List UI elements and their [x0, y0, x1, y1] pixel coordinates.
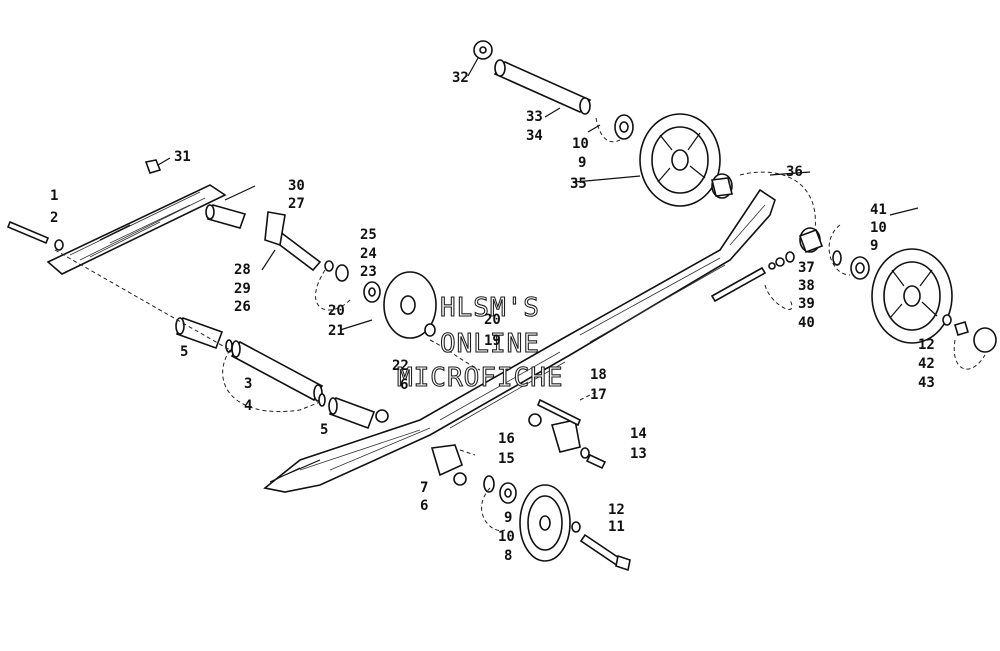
label-9-lower: 9 [504, 510, 512, 526]
label-3: 3 [244, 376, 252, 392]
washer-25-24 [324, 260, 349, 282]
label-26: 26 [234, 299, 251, 315]
washer-32 [473, 40, 493, 60]
label-20-right: 20 [484, 312, 501, 328]
watermark: HLSM'S ONLINE MICROFICHE [396, 292, 564, 393]
wheel-41 [871, 248, 953, 344]
ring-10-right [832, 250, 842, 266]
watermark-line-2: ONLINE [440, 329, 540, 359]
hub-36-right [798, 227, 824, 254]
label-34: 34 [526, 128, 543, 144]
label-25: 25 [360, 227, 377, 243]
label-42: 42 [918, 356, 935, 372]
label-10-lower: 10 [498, 529, 515, 545]
label-16: 16 [498, 431, 515, 447]
bolt-13 [585, 453, 607, 470]
label-30: 30 [288, 178, 305, 194]
label-5-upper: 5 [180, 344, 188, 360]
label-6-lower: 6 [420, 498, 428, 514]
label-43: 43 [918, 375, 935, 391]
bracket-15 [550, 419, 581, 453]
ring-10-lower [483, 475, 495, 493]
bolt-11 [579, 533, 631, 572]
spacer-5-upper [175, 316, 224, 350]
hub-36 [711, 173, 733, 199]
right-slide-rail [263, 188, 776, 493]
label-39: 39 [798, 296, 815, 312]
label-29: 29 [234, 281, 251, 297]
label-4: 4 [244, 398, 252, 414]
label-7: 7 [420, 480, 428, 496]
center-axle-3 [230, 340, 324, 402]
label-32: 32 [452, 70, 469, 86]
label-28: 28 [234, 262, 251, 278]
label-24: 24 [360, 246, 377, 262]
spacer-16 [528, 413, 542, 427]
label-10-right: 10 [870, 220, 887, 236]
label-33: 33 [526, 109, 543, 125]
idler-wheel-21 [383, 271, 437, 339]
front-upper-shaft [493, 59, 592, 115]
label-11: 11 [608, 519, 625, 535]
label-35: 35 [570, 176, 587, 192]
wheel-8 [519, 484, 571, 562]
washer-12-right [942, 314, 952, 326]
spacer-5-lower [328, 396, 376, 430]
left-slide-rail [46, 184, 227, 275]
label-22: 22 [392, 358, 409, 374]
label-leaders [157, 57, 919, 331]
callout-labels: 32 33 34 10 9 35 36 31 30 27 1 2 28 29 2… [50, 70, 935, 564]
label-40: 40 [798, 315, 815, 331]
nut-31 [144, 159, 162, 174]
label-12-lower: 12 [608, 502, 625, 518]
label-36: 36 [786, 164, 803, 180]
pivot-arm-26 [264, 211, 322, 272]
bearing-23 [363, 281, 381, 303]
washer-22 [424, 323, 436, 337]
label-20-left: 20 [328, 303, 345, 319]
label-23: 23 [360, 264, 377, 280]
label-9-right: 9 [870, 238, 878, 254]
nut-6-lower [453, 472, 467, 486]
label-10-top: 10 [572, 136, 589, 152]
label-8: 8 [504, 548, 512, 564]
label-27: 27 [288, 196, 305, 212]
label-12-right: 12 [918, 337, 935, 353]
bolt-1 [6, 220, 64, 251]
label-17: 17 [590, 387, 607, 403]
bolt-40 [710, 251, 795, 303]
label-31: 31 [174, 149, 191, 165]
watermark-line-3: MICROFICHE [397, 363, 564, 393]
wheel-35 [639, 113, 721, 207]
label-9-top: 9 [578, 155, 586, 171]
watermark-line-1: HLSM'S [440, 293, 540, 323]
bolt-17 [536, 398, 582, 427]
rear-pivot-shaft-30 [205, 204, 247, 229]
label-38: 38 [798, 278, 815, 294]
label-13: 13 [630, 446, 647, 462]
label-1: 1 [50, 188, 58, 204]
label-15: 15 [498, 451, 515, 467]
washer-14 [580, 447, 590, 459]
bolt-42 [954, 321, 969, 336]
bracket-7 [430, 444, 463, 477]
label-14: 14 [630, 426, 647, 442]
washer-12-lower [571, 521, 581, 533]
label-5-lower: 5 [320, 422, 328, 438]
label-18: 18 [590, 367, 607, 383]
label-37: 37 [798, 260, 815, 276]
label-6-upper: 6 [400, 377, 408, 393]
label-2: 2 [50, 210, 58, 226]
cap-43 [973, 327, 997, 353]
bearing-9-upper [614, 114, 634, 140]
label-21: 21 [328, 323, 345, 339]
bearing-9-lower [499, 482, 517, 504]
nut-6-upper [375, 409, 389, 423]
label-19: 19 [484, 333, 501, 349]
bearing-9-right [850, 256, 870, 280]
leader-lines [54, 117, 986, 532]
label-41: 41 [870, 202, 887, 218]
